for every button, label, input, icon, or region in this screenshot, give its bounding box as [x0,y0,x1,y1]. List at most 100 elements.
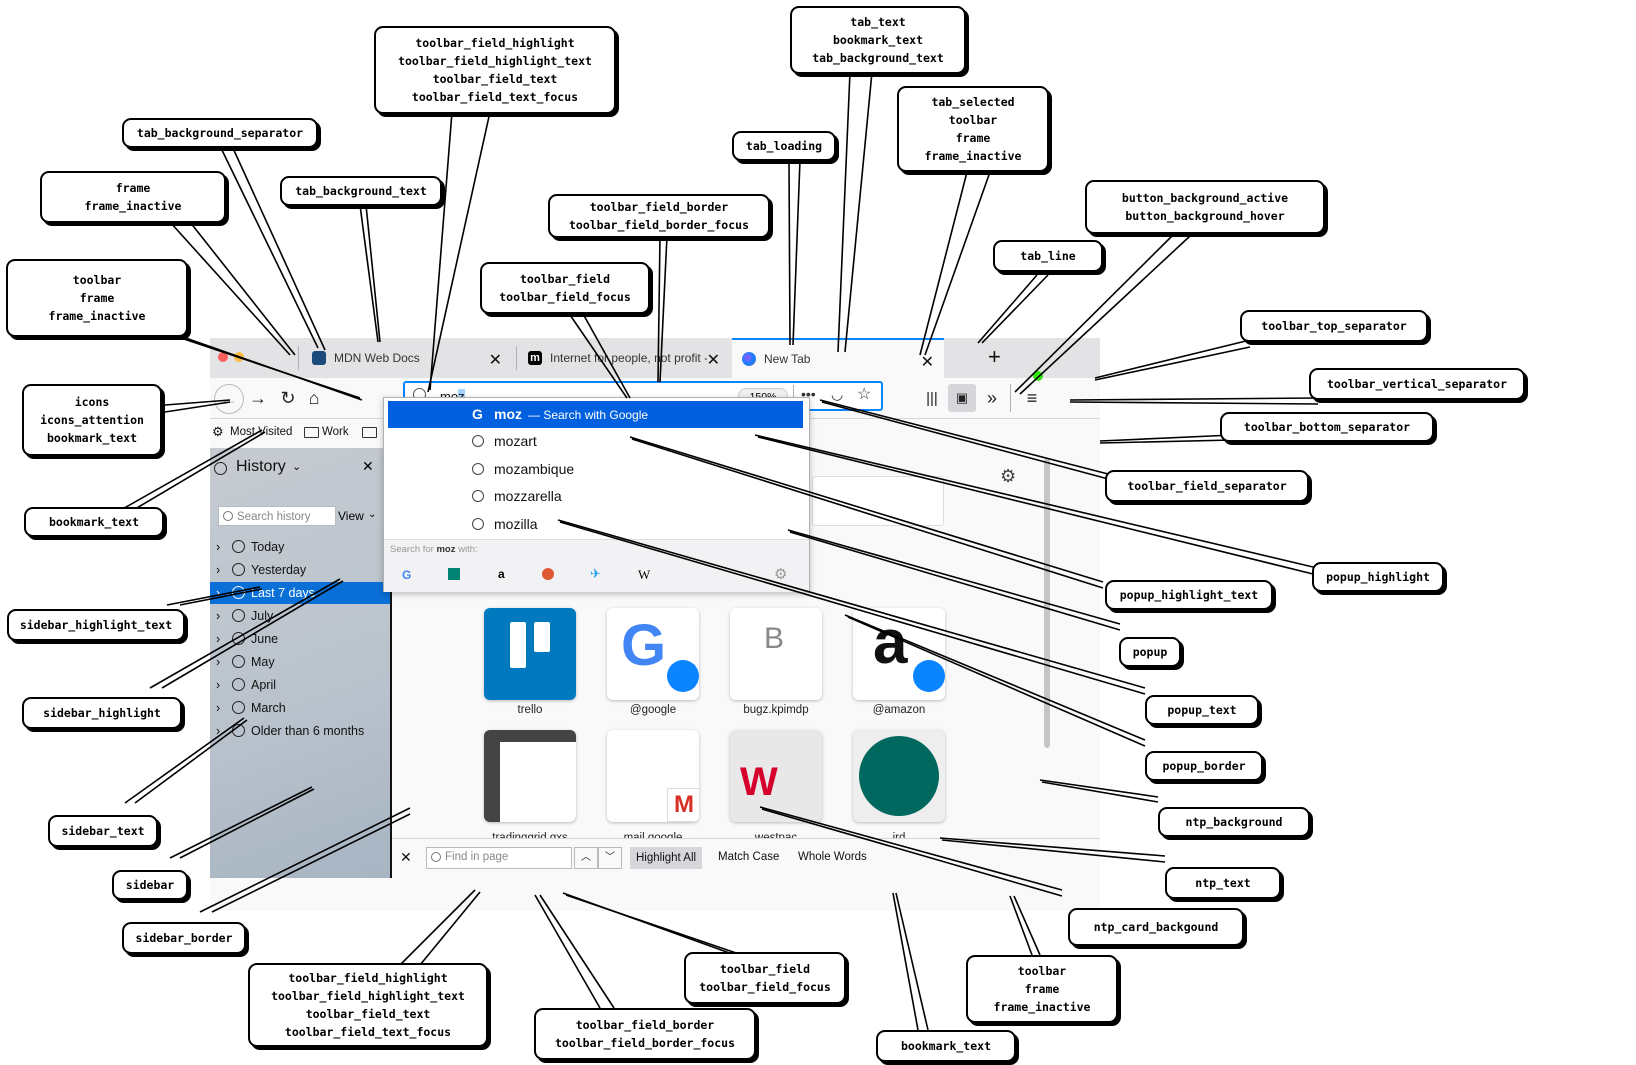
reload-icon[interactable]: ↻ [280,387,296,408]
callout-line: bookmark_text [900,1039,991,1053]
view-dropdown[interactable]: View [338,509,364,523]
menu-icon[interactable]: ≡ [1026,387,1038,408]
bookmark-most-visited[interactable]: Most Visited [230,426,293,438]
back-arrow-icon[interactable]: ← [214,384,244,414]
highlight-all-button[interactable]: Highlight All [630,847,703,869]
callout-line: toolbar_field [519,272,610,286]
popup-highlighted-row[interactable]: G moz — Search with Google [388,401,803,428]
match-case-button[interactable]: Match Case [718,851,780,863]
popup-row[interactable]: mozilla [384,511,809,538]
tile-ird[interactable] [853,730,945,822]
find-previous-button[interactable]: ︿ [574,847,598,869]
close-icon[interactable]: ✕ [400,849,412,865]
callout-line: icons [74,395,110,409]
callout-line: icons_attention [40,413,144,427]
history-item[interactable]: ›July [210,605,390,627]
close-icon[interactable]: ✕ [362,458,374,474]
whole-words-button[interactable]: Whole Words [798,851,867,863]
scrollbar[interactable] [1044,458,1050,748]
tab-mdn[interactable]: MDN Web Docs ✕ [302,338,512,378]
google-engine-icon[interactable]: G [402,568,412,582]
bookmark-work[interactable]: Work [322,426,349,438]
tile-gmail[interactable]: M [607,730,699,822]
suggestion-label: mozambique [494,461,575,477]
wikipedia-engine-icon[interactable]: W [638,567,651,582]
history-item[interactable]: ›June [210,628,390,650]
find-in-page-input[interactable]: Find in page [426,847,572,869]
search-box[interactable] [812,476,944,526]
tile-trello[interactable] [484,608,576,700]
popup-row[interactable]: mozambique [384,456,809,483]
pocket-icon[interactable]: ◡ [831,386,844,402]
library-icon[interactable]: ||| [926,389,938,407]
callout-label: sidebar_highlight_text [7,609,185,641]
sidebar-toggle-icon[interactable]: ▣ [948,384,976,412]
sidebar-title[interactable]: History [236,458,286,475]
chevron-right-icon[interactable]: › [216,655,221,669]
trello-logo [534,622,550,652]
chevron-right-icon[interactable]: › [216,678,221,692]
history-item-selected[interactable]: › Last 7 days [210,582,390,604]
popup-row[interactable]: mozzarella [384,483,809,510]
update-badge-icon [1033,371,1043,381]
history-item[interactable]: ›Today [210,536,390,558]
history-item[interactable]: ›Older than 6 months [210,720,390,742]
home-icon[interactable]: ⌂ [308,387,320,408]
callout-line: tab_loading [745,139,823,153]
callout-line: frame [79,291,115,305]
history-search-input[interactable]: Search history [218,506,336,526]
overflow-chevron-icon[interactable]: » [986,387,997,408]
tile-bugz[interactable]: B [730,608,822,700]
close-icon[interactable]: ✕ [920,354,934,371]
callout-line: toolbar [948,113,998,127]
history-item[interactable]: ›Yesterday [210,559,390,581]
forward-arrow-icon[interactable]: → [249,387,267,408]
twitter-engine-icon[interactable]: ✈ [590,566,601,581]
chevron-down-icon[interactable]: ⌄ [368,509,377,520]
chevron-down-icon[interactable]: ⌄ [292,461,302,473]
tab-label: New Tab [764,352,811,366]
clock-icon [232,609,245,622]
chevron-right-icon[interactable]: › [216,632,221,646]
chevron-right-icon[interactable]: › [216,609,221,623]
chevron-right-icon[interactable]: › [216,701,221,715]
callout-line: button_background_hover [1125,209,1285,223]
tab-mozilla[interactable]: m Internet for people, not profit - ✕ [518,338,730,378]
history-item-label: Last 7 days [251,586,315,600]
clock-icon [232,563,245,576]
amazon-engine-icon[interactable]: a [498,567,505,581]
tab-new-tab[interactable]: New Tab ✕ [732,338,944,378]
tile-westpac[interactable]: W [730,730,822,822]
tile-google[interactable]: G [607,608,699,700]
window-minimize-dot[interactable] [234,352,244,362]
bing-engine-icon[interactable] [448,568,460,580]
callout-line: tab_background_text [295,184,427,198]
history-item[interactable]: ›March [210,697,390,719]
close-icon[interactable]: ✕ [488,352,502,369]
folder-icon [362,427,377,438]
find-next-button[interactable]: ﹀ [598,847,622,869]
chevron-right-icon[interactable]: › [216,563,221,577]
gear-icon[interactable]: ⚙ [1000,466,1017,486]
chevron-right-icon[interactable]: › [216,586,221,600]
callout-line: toolbar_field_text_focus [411,90,579,104]
chevron-right-icon[interactable]: › [216,540,221,554]
tab-label: MDN Web Docs [334,351,420,365]
tile-amazon[interactable]: a [853,608,945,700]
new-tab-plus-icon[interactable]: + [988,344,1001,369]
bookmark-star-icon[interactable]: ☆ [857,386,872,403]
callout-label: toolbar_top_separator [1240,310,1428,342]
callout-label: tab_loading [732,131,836,161]
history-item[interactable]: ›April [210,674,390,696]
gear-icon[interactable]: ⚙ [774,566,788,583]
callout-label: ntp_card_backgound [1068,908,1244,946]
callout-label: toolbar_field_separator [1105,470,1309,502]
history-item[interactable]: ›May [210,651,390,673]
chevron-right-icon[interactable]: › [216,724,221,738]
window-close-dot[interactable] [218,352,228,362]
tile-tradinggrid[interactable] [484,730,576,822]
duckduckgo-engine-icon[interactable] [542,568,554,580]
close-icon[interactable]: ✕ [706,350,720,370]
popup-row[interactable]: mozart [384,428,809,455]
